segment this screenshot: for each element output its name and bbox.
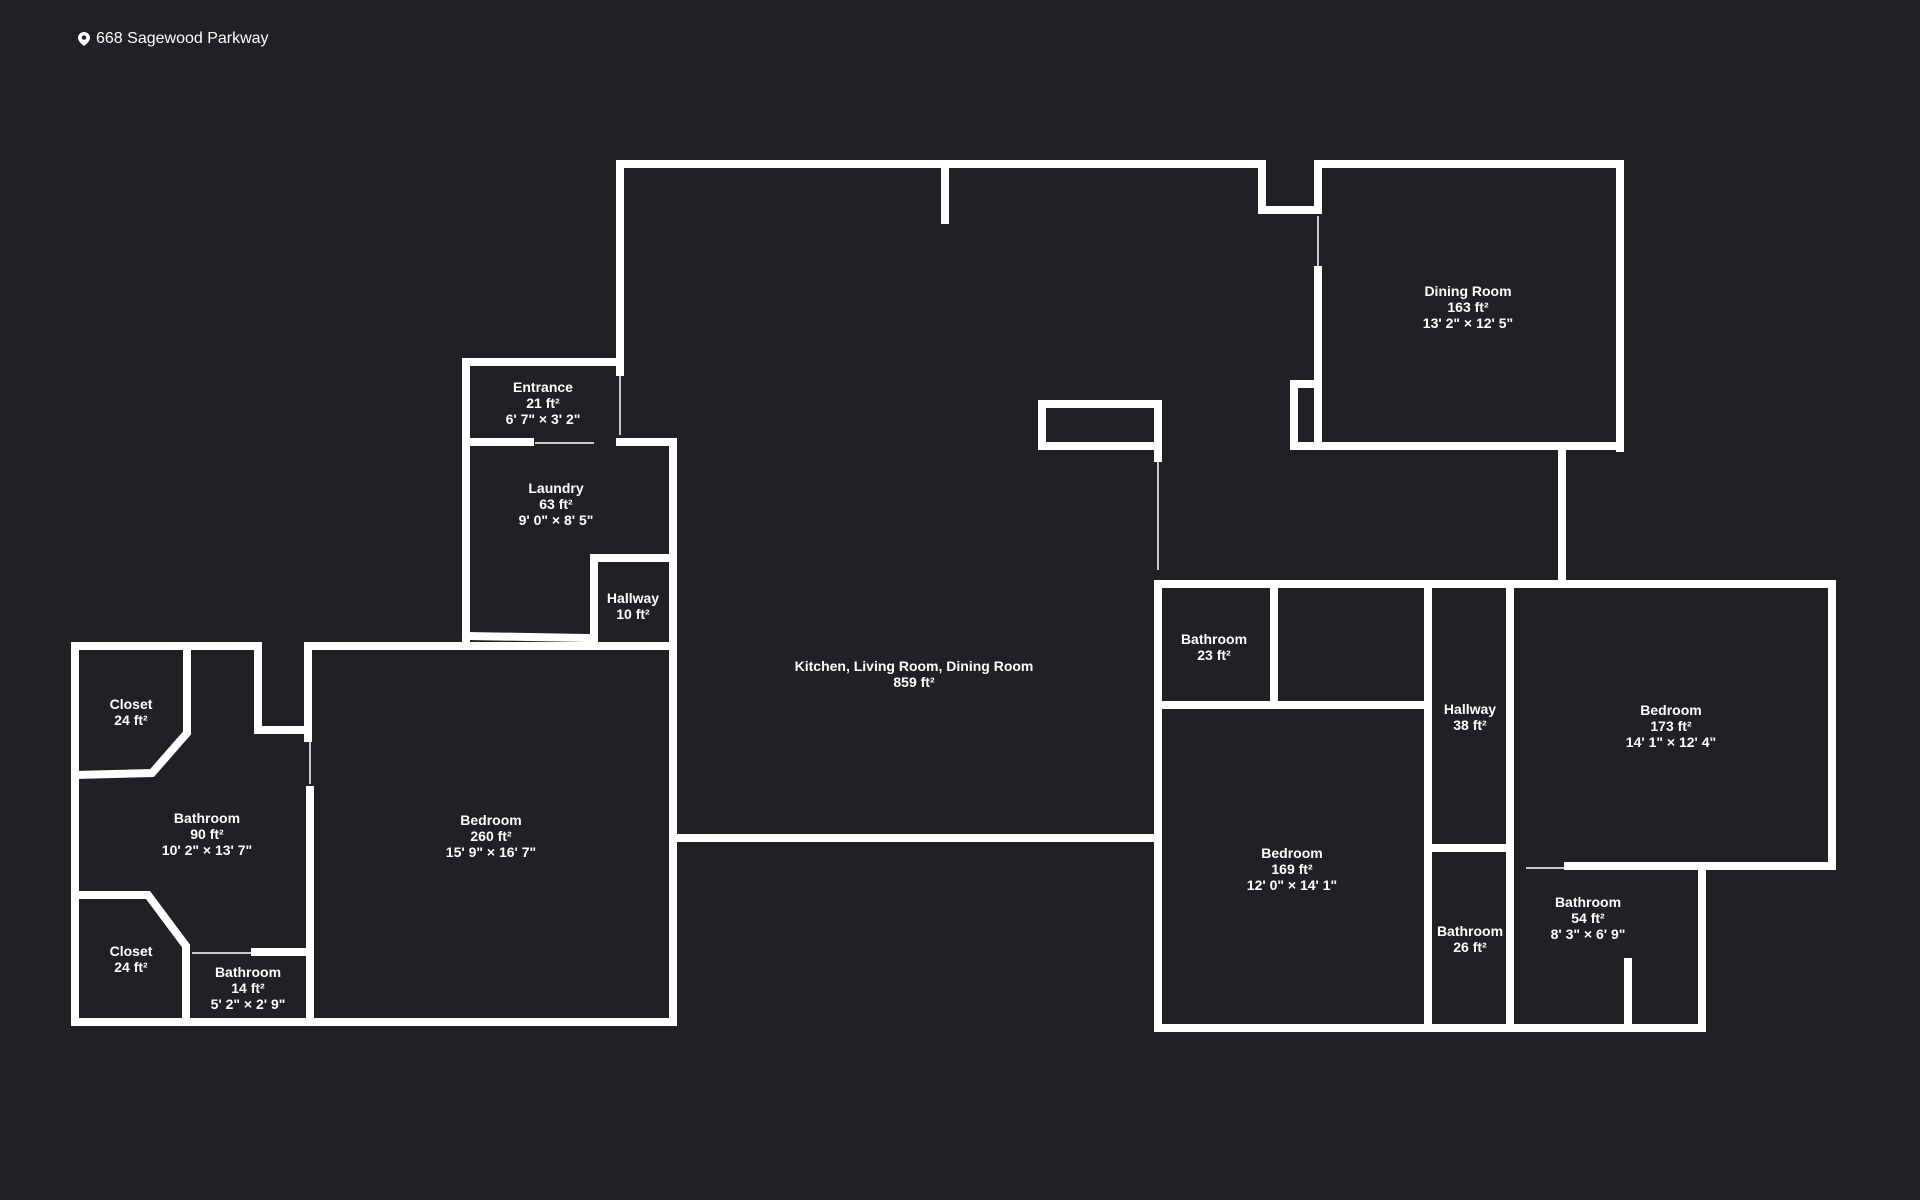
room-label-closet-bottom: Closet 24 ft² [109, 943, 153, 975]
room-label-hallway-small: Hallway 10 ft² [606, 590, 660, 622]
room-label-dining: Dining Room 163 ft² 13' 2" × 12' 5" [1422, 283, 1514, 331]
room-label-bath-small: Bathroom 14 ft² 5' 2" × 2' 9" [210, 964, 286, 1012]
wall-entrance [462, 358, 624, 642]
room-label-bath-23: Bathroom 23 ft² [1180, 631, 1248, 663]
wall-closet-top [70, 642, 191, 780]
wall-kitchen-island [1038, 400, 1162, 450]
wall-closet-bottom [71, 891, 190, 1026]
wall-right-outer [1154, 580, 1836, 1032]
room-label-laundry: Laundry 63 ft² 9' 0" × 8' 5" [518, 480, 594, 528]
door-openings [192, 216, 1568, 960]
room-label-hallway-right: Hallway 38 ft² [1443, 701, 1497, 733]
location-pin-icon [78, 32, 90, 46]
wall-hallway-small [590, 554, 677, 644]
wall-laundry-bottom [461, 631, 595, 643]
room-label-bath-26: Bathroom 26 ft² [1436, 923, 1504, 955]
room-label-bath-54: Bathroom 54 ft² 8' 3" × 6' 9" [1550, 894, 1626, 942]
address-label: 668 Sagewood Parkway [78, 30, 269, 48]
room-label-closet-top: Closet 24 ft² [109, 696, 153, 728]
walls [70, 160, 1836, 1032]
room-label-kitchen: Kitchen, Living Room, Dining Room 859 ft… [794, 658, 1034, 690]
wall-left-outer [71, 642, 677, 1026]
wall-dining-closet [1290, 380, 1322, 450]
wall-closet-mid [1270, 584, 1432, 709]
room-label-entrance: Entrance 21 ft² 6' 7" × 3' 2" [505, 379, 581, 427]
room-label-bedroom-mid: Bedroom 169 ft² 12' 0" × 14' 1" [1246, 845, 1338, 893]
room-label-bath-left: Bathroom 90 ft² 10' 2" × 13' 7" [161, 810, 253, 858]
address-text: 668 Sagewood Parkway [96, 30, 269, 47]
room-label-bedroom-left: Bedroom 260 ft² 15' 9" × 16' 7" [445, 812, 537, 860]
room-label-bedroom-right: Bedroom 173 ft² 14' 1" × 12' 4" [1625, 702, 1717, 750]
